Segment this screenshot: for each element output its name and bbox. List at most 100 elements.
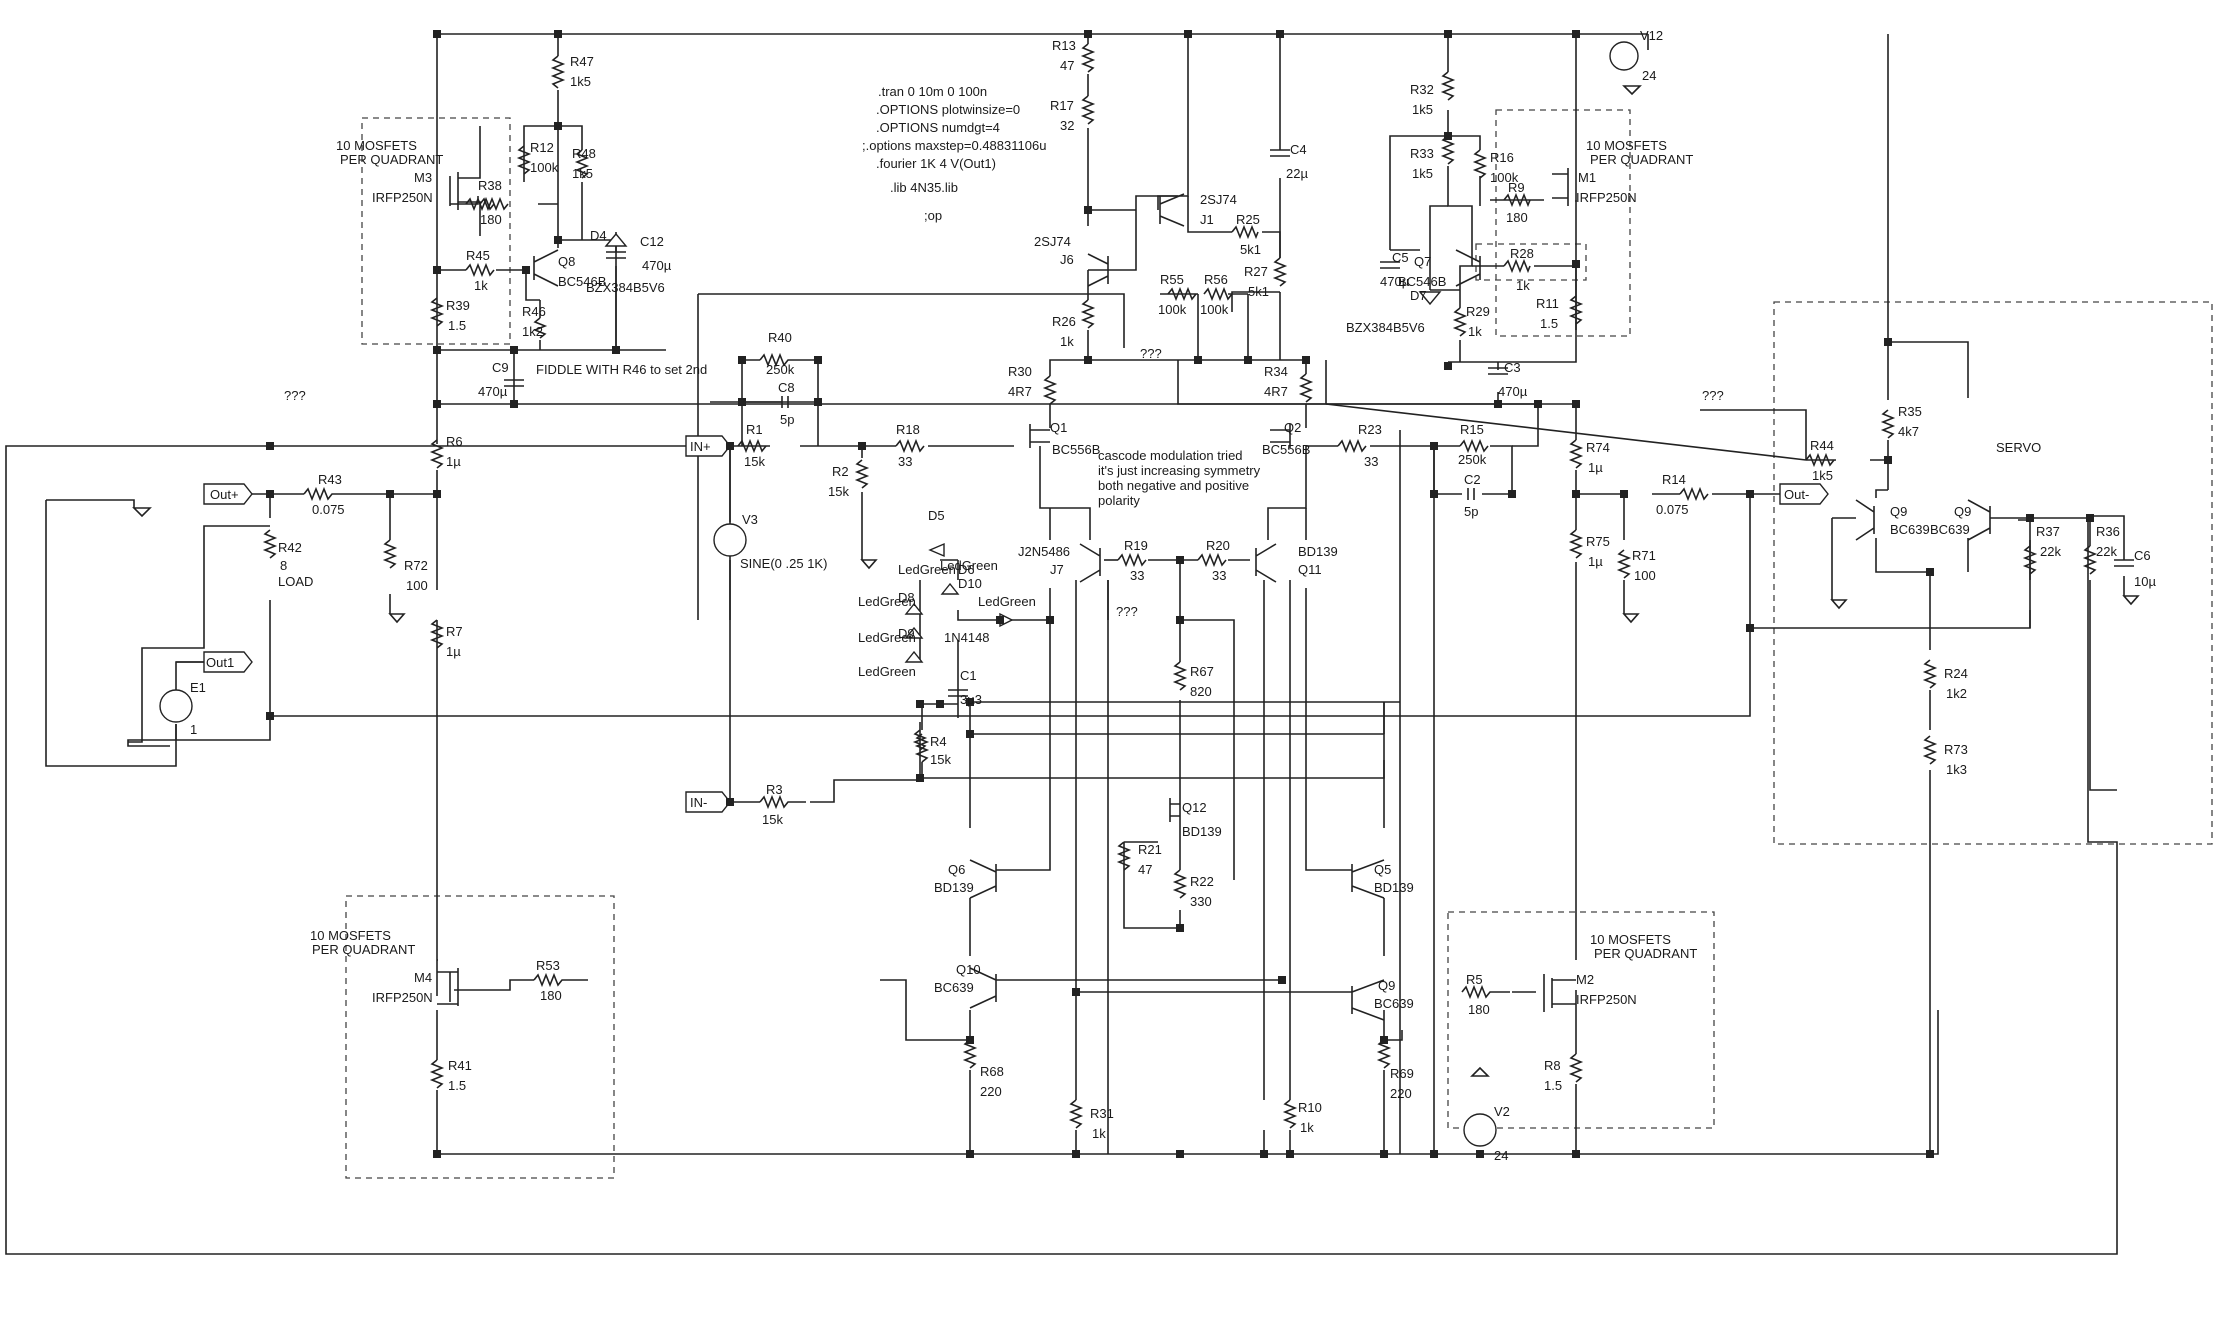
r6-name: R6 (446, 434, 463, 449)
q9-name: Q9 (1954, 504, 1971, 519)
e1-name: E1 (190, 680, 206, 695)
r35-value: 4k7 (1898, 424, 1919, 439)
m2-name: M2 (1576, 972, 1594, 987)
d-led-bottom: LedGreen (858, 664, 916, 679)
r46-name: R46 (522, 304, 546, 319)
r46-value: 1k2 (522, 324, 543, 339)
r74-value: 1µ (1588, 460, 1603, 475)
r14-name: R14 (1662, 472, 1686, 487)
r42-value: 8 (280, 558, 287, 573)
r67-name: R67 (1190, 664, 1214, 679)
r73-name: R73 (1944, 742, 1968, 757)
d4-model: BZX384B5V6 (586, 280, 665, 295)
note-unknown-2: ??? (1140, 346, 1162, 361)
r16-name: R16 (1490, 150, 1514, 165)
q11-name: Q6 (948, 862, 965, 877)
r4-name: R4 (930, 734, 947, 749)
r18-name: R18 (896, 422, 920, 437)
c12-name: C12 (640, 234, 664, 249)
r41-value: 1.5 (448, 1078, 466, 1093)
r20-value: 33 (1212, 568, 1226, 583)
r26-name: R26 (1052, 314, 1076, 329)
note-cascode-1: cascode modulation tried (1098, 448, 1243, 463)
r69-value: 220 (1390, 1086, 1412, 1101)
c6-name: C6 (2134, 548, 2151, 563)
notes: FIDDLE WITH R46 to set 2nd cascode modul… (284, 138, 2041, 961)
resistor-symbols (262, 43, 2098, 1129)
note-mosfets-tr-2: PER QUADRANT (1590, 152, 1693, 167)
r69-name: R69 (1390, 1066, 1414, 1081)
r48-value: 1k5 (572, 166, 593, 181)
q5-model: BC639 (1374, 996, 1414, 1011)
e1-value: 1 (190, 722, 197, 737)
r68-name: R68 (980, 1064, 1004, 1079)
r19-name: R19 (1124, 538, 1148, 553)
m3-model: IRFP250N (372, 190, 433, 205)
r10-name: R10 (1298, 1100, 1322, 1115)
r33-value: 1k5 (1412, 166, 1433, 181)
r15-name: R15 (1460, 422, 1484, 437)
r36-value: 22k (2096, 544, 2117, 559)
d6-name: D6 (958, 562, 975, 577)
d8-name: D8 (898, 590, 915, 605)
servo-box (1773, 301, 2213, 845)
r9-value: 180 (1506, 210, 1528, 225)
m1-model: IRFP250N (1576, 190, 1637, 205)
mosfet-box-top-right (1495, 109, 1631, 337)
d5-model: LedGreen (898, 562, 956, 577)
r5-value: 180 (1468, 1002, 1490, 1017)
r26-value: 1k (1060, 334, 1074, 349)
capacitor-symbols (504, 149, 2134, 697)
r17-name: R17 (1050, 98, 1074, 113)
r24-name: R24 (1944, 666, 1968, 681)
j7-model: BD139 (1182, 824, 1222, 839)
q3-model: 2SJ74 (1200, 192, 1237, 207)
note-mosfets-br-1: 10 MOSFETS (1590, 932, 1671, 947)
directive-plotwinsize: .OPTIONS plotwinsize=0 (876, 102, 1020, 117)
m4-name: M4 (414, 970, 432, 985)
d10-model: 1N4148 (944, 630, 990, 645)
m2-model: IRFP250N (1576, 992, 1637, 1007)
d4-name: D4 (590, 228, 607, 243)
r27-name: R27 (1244, 264, 1268, 279)
r29-value: 1k (1468, 324, 1482, 339)
r3-value: 15k (762, 812, 783, 827)
directive-fourier: .fourier 1K 4 V(Out1) (876, 156, 996, 171)
d8-model: LedGreen (858, 594, 916, 609)
c8-value: 5p (780, 412, 794, 427)
r68-value: 220 (980, 1084, 1002, 1099)
r22-value: 330 (1190, 894, 1212, 909)
v2-value: 24 (1494, 1148, 1508, 1163)
c8-name: C8 (778, 380, 795, 395)
c1-name: C1 (960, 668, 977, 683)
mosfet-box-bottom-left (345, 895, 615, 1179)
v12-name: V12 (1640, 28, 1663, 43)
r71-value: 100 (1634, 568, 1656, 583)
r31-value: 1k (1092, 1126, 1106, 1141)
r74-name: R74 (1586, 440, 1610, 455)
note-mosfets-bl-1: 10 MOSFETS (310, 928, 391, 943)
junction-dots (266, 30, 2094, 1158)
wires (5, 33, 2125, 1255)
r43-value: 0.075 (312, 502, 345, 517)
q4-model: 2SJ74 (1034, 234, 1071, 249)
r23-name: R23 (1358, 422, 1382, 437)
c9-value: 470µ (478, 384, 508, 399)
d7-model: BZX384B5V6 (1346, 320, 1425, 335)
r25-name: R25 (1236, 212, 1260, 227)
note-servo: SERVO (1996, 440, 2041, 455)
r9-name: R9 (1508, 180, 1525, 195)
q7-model: BC546B (1398, 274, 1446, 289)
port-in-minus: IN- (690, 795, 707, 810)
c3-name: C3 (1504, 360, 1521, 375)
r19-value: 33 (1130, 568, 1144, 583)
r27-value: 5k1 (1248, 284, 1269, 299)
semiconductor-symbols (132, 41, 2140, 1147)
r8-value: 1.5 (1544, 1078, 1562, 1093)
q2-model: BD139 (1298, 544, 1338, 559)
note-mosfets-tl-2: PER QUADRANT (340, 152, 443, 167)
r4-value: 15k (930, 752, 951, 767)
r71-name: R71 (1632, 548, 1656, 563)
j1-name: Q1 (1050, 420, 1067, 435)
